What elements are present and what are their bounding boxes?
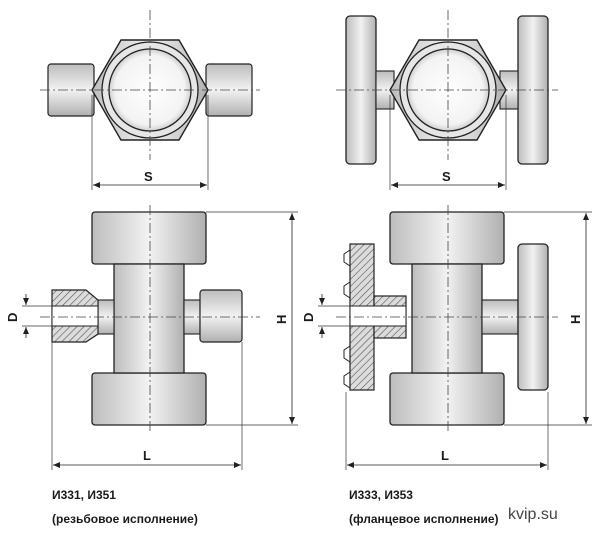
glass-tube [113, 263, 185, 374]
dim-label-h: H [274, 315, 289, 324]
flange-bolt-teeth [343, 249, 351, 389]
flange-bore [349, 305, 407, 327]
top-nut [389, 211, 505, 265]
caption-right: И333, И353 (фланцевое исполнение) [349, 488, 499, 526]
watermark: kvip.su [508, 506, 558, 523]
dim-label-s: S [144, 169, 153, 184]
dim-label-d: D [5, 313, 20, 322]
caption-left: И331, И351 (резьбовое исполнение) [52, 488, 198, 526]
dim-label-h: H [568, 315, 583, 324]
dim-label-s: S [442, 169, 451, 184]
variant-label: (фланцевое исполнение) [349, 512, 499, 526]
top-nut [91, 211, 207, 265]
dim-label-l: L [441, 448, 449, 463]
dim-label-d: D [301, 313, 316, 322]
bottom-nut [91, 372, 207, 426]
right-bottom-view: D H L [301, 205, 592, 470]
right-fitting [199, 289, 243, 343]
left-top-view: S [40, 10, 260, 190]
dim-label-l: L [143, 448, 151, 463]
bottom-nut [389, 372, 505, 426]
left-bottom-view: D H L [5, 205, 298, 470]
right-top-view: S [336, 10, 558, 190]
model-label: И333, И353 [349, 488, 413, 502]
model-label: И331, И351 [52, 488, 116, 502]
thread-bore [51, 305, 99, 327]
glass-tube [411, 263, 483, 374]
variant-label: (резьбовое исполнение) [52, 512, 198, 526]
